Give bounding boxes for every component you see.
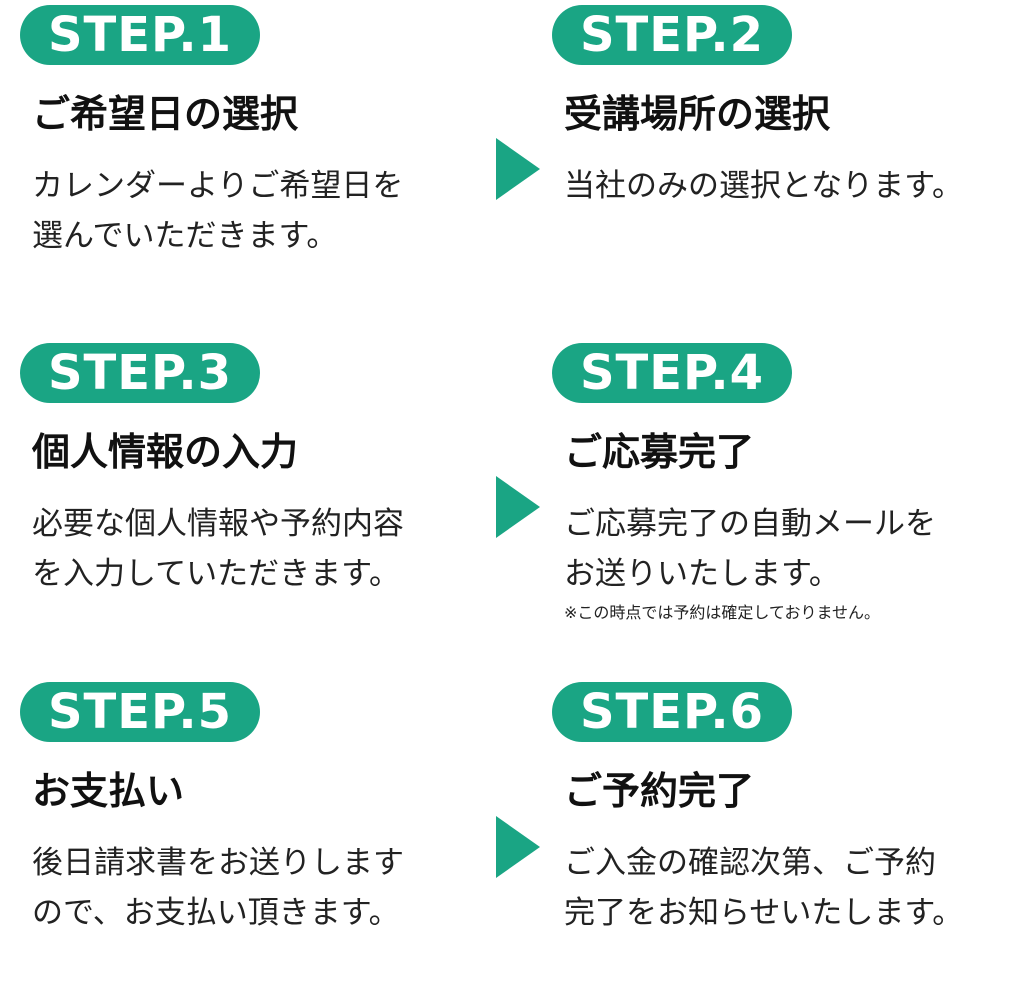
step-badge: STEP.2 (552, 5, 792, 65)
step-description-line: お送りいたします。 (564, 556, 840, 592)
step-note: ※この時点では予約は確定しておりません。 (564, 603, 880, 622)
triangle-right-icon (496, 476, 540, 538)
step-description-line: ご応募完了の自動メールを (564, 506, 936, 542)
step-title: ご応募完了 (564, 430, 755, 474)
step-description-line: ので、お支払い頂きます。 (32, 895, 400, 931)
step-description-line: を入力していただきます。 (32, 556, 400, 592)
step-badge: STEP.3 (20, 343, 260, 403)
step-description-line: ご入金の確認次第、ご予約 (564, 845, 936, 881)
step-badge: STEP.6 (552, 682, 792, 742)
step-badge: STEP.1 (20, 5, 260, 65)
step-description: ご応募完了の自動メールを お送りいたします。 (564, 499, 1024, 599)
step-description: カレンダーよりご希望日を 選んでいただきます。 (32, 161, 492, 261)
step-description: 後日請求書をお送りします ので、お支払い頂きます。 (32, 838, 492, 938)
triangle-right-icon (496, 816, 540, 878)
step-badge: STEP.4 (552, 343, 792, 403)
step-title: お支払い (32, 769, 185, 813)
step-description-line: 完了をお知らせいたします。 (564, 895, 964, 931)
step-title: 個人情報の入力 (32, 430, 299, 474)
step-description-line: 選んでいただきます。 (32, 218, 338, 254)
step-description: ご入金の確認次第、ご予約 完了をお知らせいたします。 (564, 838, 1024, 938)
step-title: ご予約完了 (564, 769, 755, 813)
step-description-line: カレンダーよりご希望日を (32, 168, 404, 204)
step-description: 必要な個人情報や予約内容 を入力していただきます。 (32, 499, 492, 599)
step-description-line: 当社のみの選択となります。 (564, 168, 963, 204)
step-description-line: 必要な個人情報や予約内容 (32, 506, 404, 542)
step-title: ご希望日の選択 (32, 92, 299, 136)
step-title: 受講場所の選択 (564, 92, 831, 136)
step-description-line: 後日請求書をお送りします (32, 845, 404, 881)
step-badge: STEP.5 (20, 682, 260, 742)
step-description: 当社のみの選択となります。 (564, 161, 1024, 211)
triangle-right-icon (496, 138, 540, 200)
